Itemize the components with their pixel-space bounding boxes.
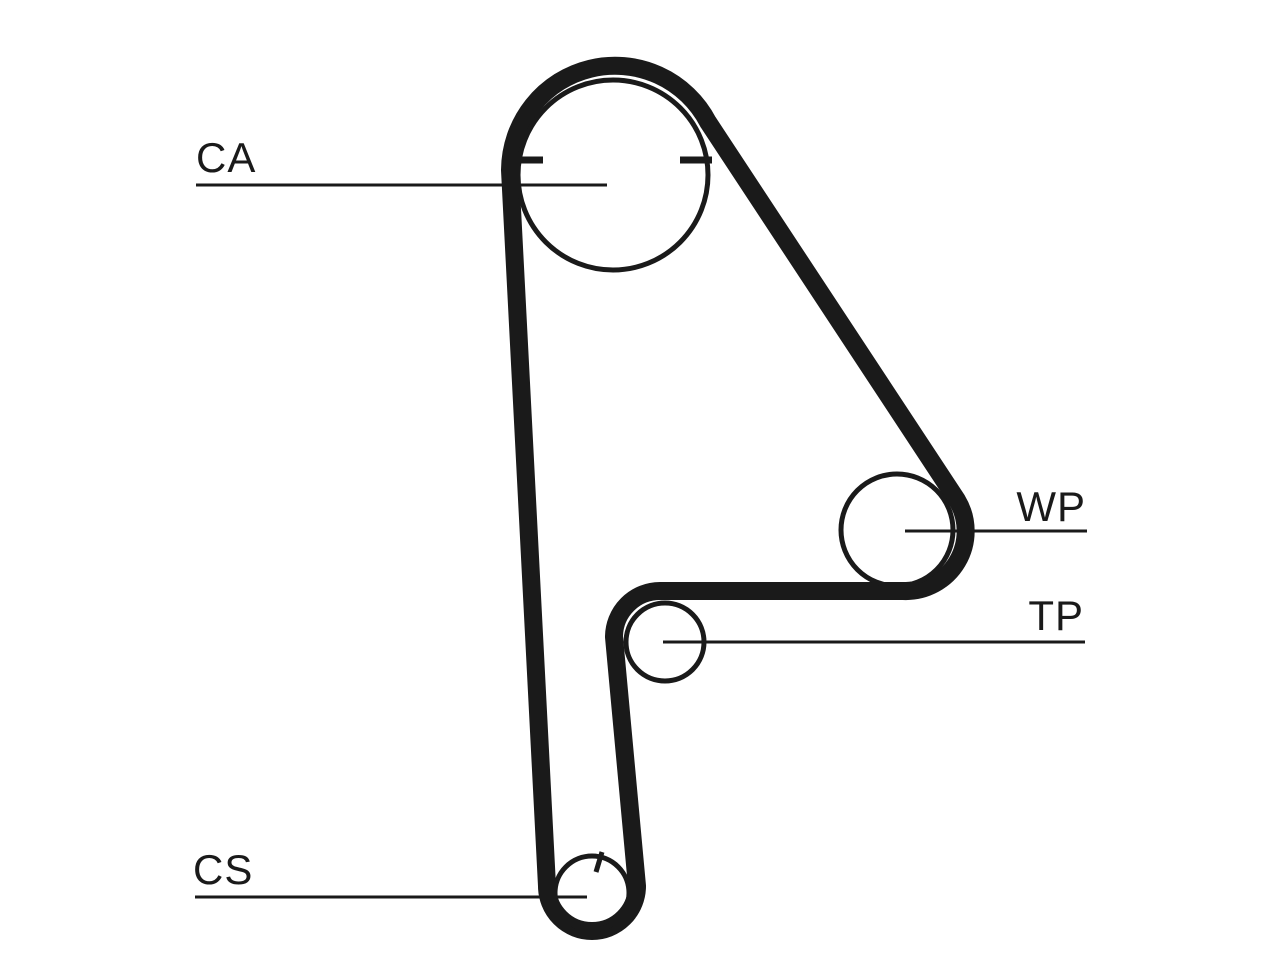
camshaft-label: CA [196,134,256,181]
tensioner-label: TP [1028,592,1084,639]
crankshaft-timing-mark [593,851,605,873]
crankshaft-pulley [552,853,632,933]
timing-belt [501,56,975,940]
water-pump-label: WP [1016,483,1086,530]
camshaft-pulley [515,77,711,273]
crankshaft-label: CS [193,846,253,893]
